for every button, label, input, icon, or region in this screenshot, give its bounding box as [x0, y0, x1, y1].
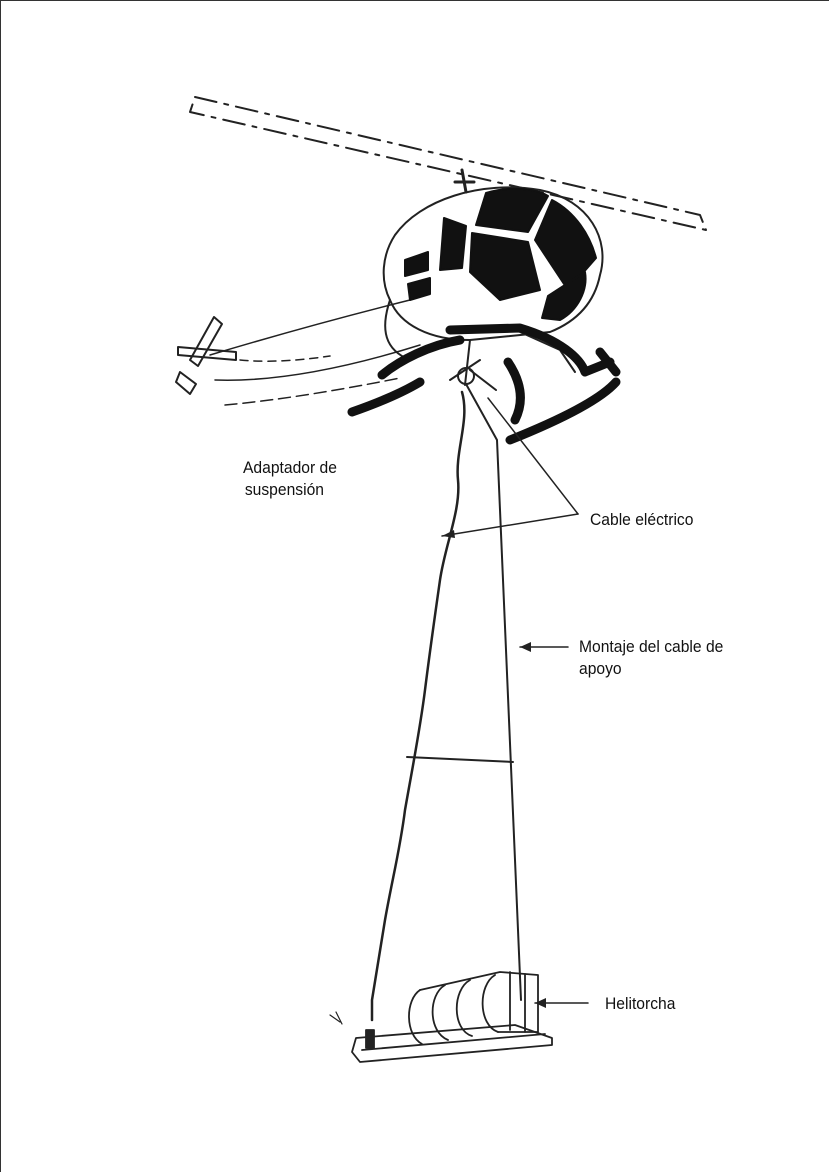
label-helitorch: Helitorcha	[605, 993, 675, 1015]
cabin-windows	[405, 189, 596, 320]
support-cable	[466, 384, 521, 1000]
main-rotor	[190, 97, 706, 230]
suspension-adapter	[450, 360, 496, 390]
label-suspension-adapter-line1: Adaptador de	[243, 457, 337, 479]
label-suspension-adapter: Adaptador de suspensión	[243, 457, 337, 501]
label-electric-cable: Cable eléctrico	[590, 509, 693, 531]
tail-rotor	[176, 317, 236, 394]
electric-cable	[372, 392, 464, 1020]
leader-lines	[442, 398, 588, 1003]
label-support-cable-line2: apoyo	[579, 658, 723, 680]
arrow-heads	[442, 530, 546, 1008]
label-suspension-adapter-line2: suspensión	[243, 479, 337, 501]
label-support-cable-assembly: Montaje del cable de apoyo	[579, 636, 723, 680]
tail-boom	[210, 300, 420, 405]
helitorch-unit	[330, 972, 552, 1062]
spreader-bar	[407, 757, 513, 762]
landing-skids	[352, 328, 616, 440]
label-support-cable-line1: Montaje del cable de	[579, 636, 723, 658]
